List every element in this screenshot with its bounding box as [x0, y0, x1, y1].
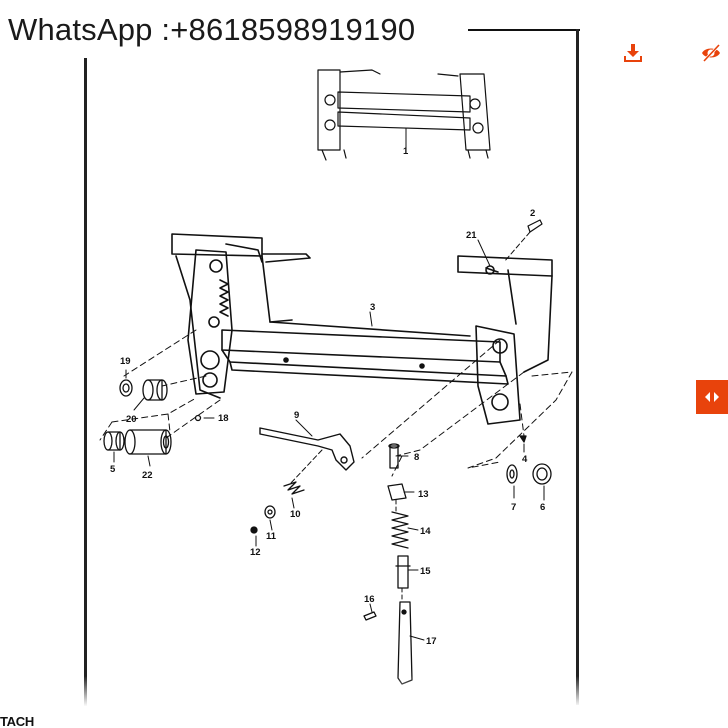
callout-1: 1	[403, 146, 409, 157]
callout-7: 7	[511, 502, 516, 513]
main-frame-assembly	[171, 233, 553, 425]
callout-20: 20	[126, 414, 137, 425]
lever-part	[259, 427, 355, 471]
caption-text: TACH	[0, 714, 34, 728]
callout-21: 21	[466, 230, 477, 241]
callout-3: 3	[370, 302, 375, 313]
frame-right-border	[576, 29, 579, 705]
frame-top-border	[468, 29, 580, 31]
callout-9: 9	[294, 410, 299, 421]
exploded-parts-diagram: 1 2 3 4 5 6 7 8 9 10 11 12 13 14 15 16 1…	[99, 69, 573, 685]
left-right-arrows-icon[interactable]	[696, 380, 728, 414]
callout-15: 15	[420, 566, 431, 577]
whatsapp-watermark: WhatsApp :+8618598919190	[8, 12, 416, 47]
callout-6: 6	[540, 502, 545, 513]
callout-14: 14	[420, 526, 431, 537]
download-icon[interactable]	[620, 40, 646, 66]
callout-16: 16	[364, 594, 375, 605]
eye-slash-icon[interactable]	[698, 40, 724, 66]
callout-8: 8	[414, 452, 419, 463]
callout-17: 17	[426, 636, 437, 647]
callout-5: 5	[110, 464, 116, 475]
thumbnail-assembly	[317, 69, 491, 161]
callout-11: 11	[266, 531, 277, 542]
callout-2: 2	[530, 208, 535, 219]
callout-19: 19	[120, 356, 131, 367]
callout-13: 13	[418, 489, 429, 500]
plunger-stack	[363, 443, 413, 685]
callout-18: 18	[218, 413, 229, 424]
frame-left-border	[84, 58, 87, 706]
bottom-fade	[70, 676, 600, 712]
callout-10: 10	[290, 509, 301, 520]
callout-12: 12	[250, 547, 261, 558]
callout-4: 4	[522, 454, 528, 465]
bushing-parts	[103, 379, 202, 455]
callout-22: 22	[142, 470, 153, 481]
